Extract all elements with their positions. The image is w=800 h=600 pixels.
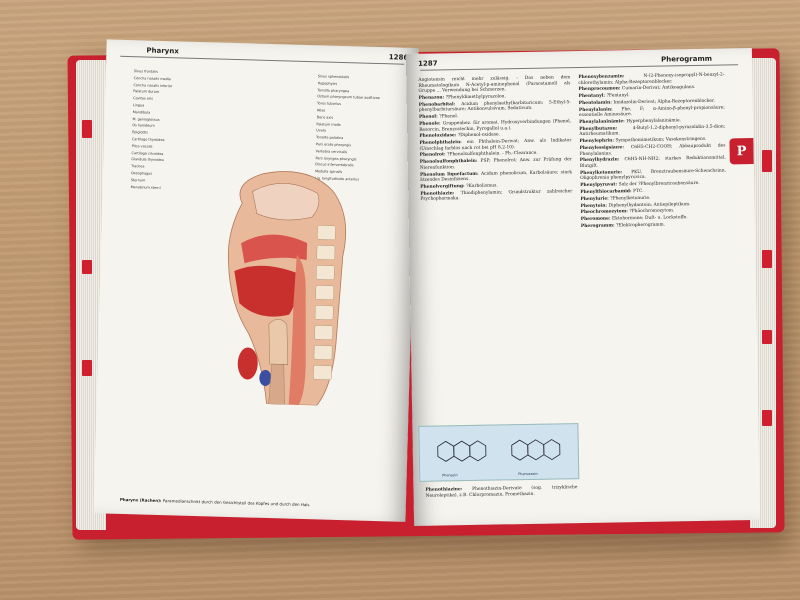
dictionary-entry: Phenylalanin: Phe, F; α-Amino-β-phenyl-p…: [579, 105, 725, 119]
entry-headword: Phentolamin:: [578, 100, 614, 106]
running-head-right: Pherogramm: [661, 54, 713, 64]
entry-headword: Phenolvergiftung:: [420, 183, 467, 190]
dictionary-entry: Phenolsulfonphthalein: PSP; Phenolrot; A…: [420, 157, 572, 171]
entry-definition: ?Phenyldimethylpyrazolon.: [445, 94, 506, 101]
thumb-index-tab: [762, 410, 772, 426]
caption-text: Paramedianschnitt durch den Gesichtsteil…: [162, 498, 310, 508]
entry-headword: Phenole:: [419, 121, 443, 127]
caption-term: Pharynx (Rachen):: [119, 496, 162, 504]
entry-headword: Phenazon:: [418, 95, 446, 101]
entry-definition: Imidazolin-Derivat; Alpha-Rezeptorenbloc…: [613, 98, 716, 106]
entry-definition: Hyperphenylalaninämie.: [626, 118, 682, 125]
dictionary-column-left: Angiotensin reicht mehr zulässig. - Das …: [418, 75, 572, 204]
entry-headword: Pheromone:: [580, 216, 613, 223]
figure-caption: Pharynx (Rachen): Paramedianschnitt durc…: [120, 497, 310, 507]
entry-definition: ?Elektropherogramm.: [616, 222, 666, 229]
entry-definition: Sympathomimetikum; Vasokonstringens.: [615, 137, 707, 144]
thumb-index-tab: [762, 250, 772, 268]
entry-headword: Phenol:: [418, 114, 440, 120]
entry-headword: Phenylephrin:: [579, 138, 616, 145]
entry-definition: ?Phenol.: [439, 114, 459, 120]
formula-name-2: Phenoxazin: [518, 471, 538, 477]
thumb-index-tab: [82, 360, 92, 376]
formula-name-1: Phenazin: [442, 473, 458, 478]
pharynx-illustration: [227, 171, 347, 406]
head-rule: [120, 55, 405, 65]
formula-box: Phenazin Phenoxazin: [418, 423, 580, 482]
dictionary-entry: Pherogramm: ?Elektropherogramm.: [581, 221, 727, 229]
entry-definition: ?Fentanyl.: [606, 93, 630, 99]
entry-headword: Phentanyl:: [578, 93, 607, 100]
entry-definition: ?Diphenol-oxidase.: [457, 132, 501, 139]
entry-headword: Phenylpyruvat:: [580, 182, 619, 189]
dictionary-entry: Phenylbutazon: 4-Butyl-1,2-diphenyl-pyra…: [579, 124, 725, 138]
thumb-index-tab: [762, 330, 772, 344]
entry-headword: Phenylessigsäure:: [579, 145, 631, 152]
dictionary-entry: Angiotensin reicht mehr zulässig. - Das …: [418, 75, 570, 94]
entry-definition: Angiotensin reicht mehr zulässig. - Das …: [418, 75, 571, 95]
dictionary-column-left-bottom: Phenothiazine: Phenothiazin-Derivate (so…: [425, 485, 577, 500]
entry-headword: Phenolrot:: [419, 152, 448, 159]
dictionary-entry: Phenylhydrazin: C6H5-NH-NH2; starkes Red…: [580, 156, 726, 170]
thumb-index-tab: [762, 150, 772, 172]
entry-headword: Phenylhydrazin:: [579, 157, 625, 164]
entry-definition: ?Phenylketonurie.: [610, 195, 651, 202]
dictionary-entry: Phenothiazin: Thiodiphenylamin; Grundstr…: [420, 189, 572, 203]
dictionary-entry: Phenylessigsäure: C6H5-CH2-COOH; Abbaupr…: [580, 144, 726, 158]
entry-definition: Gruppenbez. für aromat. Hydroxyverbindun…: [419, 119, 572, 133]
entry-definition: Ektohormone; Duft- u. Lockstoffe.: [611, 215, 688, 222]
entry-definition: ?Phenolsulfonphthalein. - Ph.-Clearance.: [447, 151, 538, 158]
running-head-left: Pharynx: [146, 46, 179, 56]
dictionary-entry: Phenylketonurie: PKU, Brenztraubensäure-…: [580, 168, 726, 182]
right-page: 1287 Pherogramm Angiotensin reicht mehr …: [405, 47, 761, 526]
entry-headword: Phenytoin:: [580, 203, 609, 209]
letter-tab-p: P: [729, 137, 754, 165]
thumb-index-tab: [82, 120, 92, 138]
dictionary-column-right: Phenoxybenzamin: N-(2-Phenoxy-isopropyl)…: [578, 72, 727, 230]
anatomy-label: Manubrium sterni: [130, 184, 161, 190]
entry-headword: Phenylbutazon:: [579, 125, 633, 132]
structural-formulas: [437, 439, 561, 462]
entry-definition: ?Phäochromozytom.: [629, 208, 675, 215]
page-number-right: 1287: [417, 59, 438, 68]
entry-definition: Cumarin-Derivat; Antikoagulans.: [621, 85, 696, 92]
head-rule-right: [420, 64, 739, 71]
dictionary-entry: Phenothiazine: Phenothiazin-Derivate (so…: [425, 485, 577, 499]
entry-headword: Phenylthiocarbamid:: [580, 189, 634, 195]
entry-headword: Phenylalaninämie:: [579, 119, 627, 126]
entry-headword: Pheochromozytom:: [580, 209, 630, 216]
entry-definition: ?Karbolismus.: [466, 183, 498, 189]
dictionary-entry: Phenolum liquefactum: Acidum phenolicum,…: [420, 170, 572, 184]
dictionary-entry: Phenoxybenzamin: N-(2-Phenoxy-isopropyl)…: [578, 72, 724, 86]
entry-definition: PTC.: [633, 188, 644, 195]
entry-headword: Pherogramm:: [580, 223, 617, 229]
entry-definition: Salz der ?Phenylbrenztraubensäure.: [618, 181, 700, 188]
entry-headword: Phenoloxidase:: [419, 133, 458, 140]
entry-headword: Phenylurie:: [580, 196, 611, 202]
entry-headword: Phenprocoumon:: [578, 86, 623, 93]
thumb-index-tab: [82, 260, 92, 274]
entry-definition: Diphenylhydantoin; Antiepileptikum.: [608, 201, 691, 209]
